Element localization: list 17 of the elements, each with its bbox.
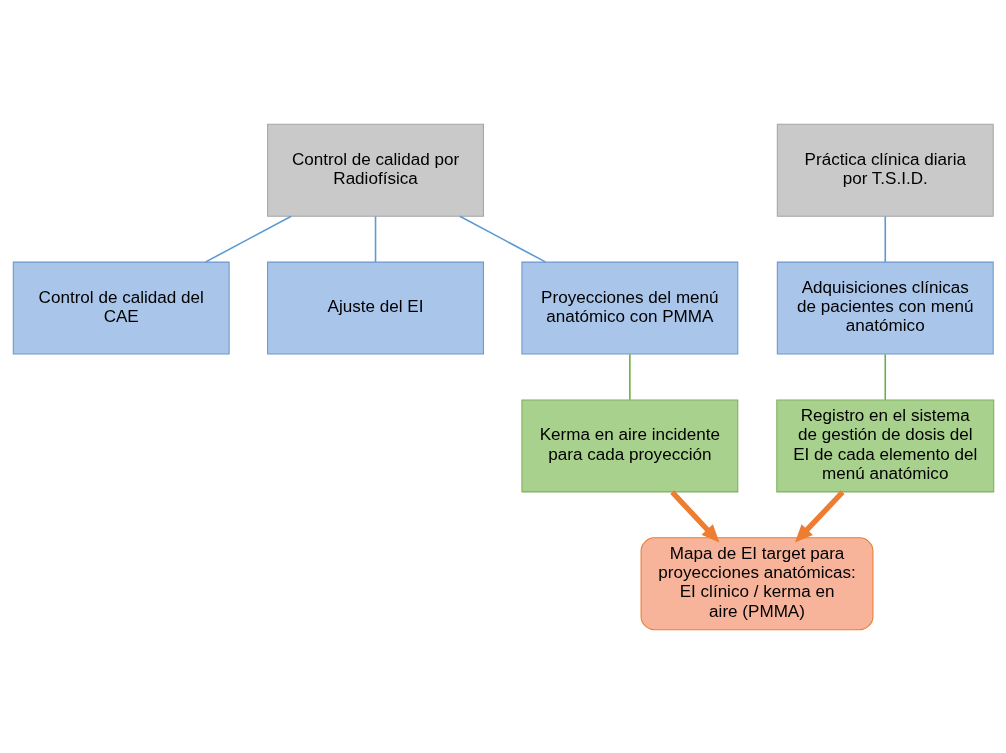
connector <box>374 215 376 263</box>
node-box: Control de calidad del CAE <box>12 261 230 355</box>
connector <box>883 215 886 263</box>
arrow <box>669 489 719 543</box>
node-box: Práctica clínica diaria por T.S.I.D. <box>776 123 994 217</box>
node-box: Adquisiciones clínicas de pacientes con menú anatómico <box>776 261 994 355</box>
node-box: Ajuste del EI <box>266 261 484 355</box>
node-box: Registro en el sistema de gestión de dosis del EI de cada elemento del menú anatómico <box>775 398 994 492</box>
arrow <box>794 489 844 543</box>
connector <box>458 215 546 263</box>
connector <box>628 353 631 401</box>
node-box: Mapa de EI target para proyecciones anatómicas: EI clínico / kerma en aire (PMMA) <box>640 536 873 630</box>
node-box: Control de calidad por Radiofísica <box>266 123 484 217</box>
node-box: Proyecciones del menú anatómico con PMMA <box>520 261 738 355</box>
connector <box>204 215 292 263</box>
node-box: Kerma en aire incidente para cada proyección <box>520 398 738 492</box>
connector <box>883 353 886 401</box>
